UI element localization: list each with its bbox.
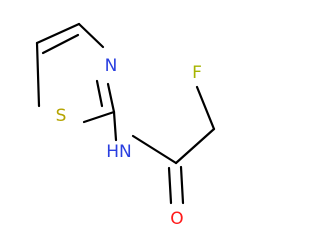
bond-nh-carbonyl: [131, 134, 178, 165]
bond-carbonyl-ch2: [174, 127, 216, 165]
atom-oxygen: O: [170, 209, 183, 229]
atom-fluorine: F: [192, 63, 202, 83]
atom-nitrogen-ring: N: [105, 56, 118, 76]
bond-n3-c2: [106, 82, 116, 114]
molecule-canvas: S N HN F O: [35, 22, 216, 229]
bond-carbonyl-o: [179, 165, 185, 205]
bond-carbonyl-o-double: [167, 166, 173, 205]
bond-ch2-f: [195, 85, 216, 131]
molecule-structure: S N HN F O: [35, 22, 216, 229]
atom-sulfur: S: [56, 106, 67, 126]
bond-s1-c5: [35, 41, 41, 108]
bond-n3-c2-double: [95, 79, 104, 108]
bond-c2-s1: [82, 110, 116, 124]
bond-c4-c5-double: [41, 33, 80, 55]
bond-c4-n3: [77, 22, 105, 49]
bond-c4-c5: [35, 22, 81, 45]
atom-nitrogen-amide: HN: [106, 142, 132, 162]
bond-c2-nh: [112, 110, 118, 142]
